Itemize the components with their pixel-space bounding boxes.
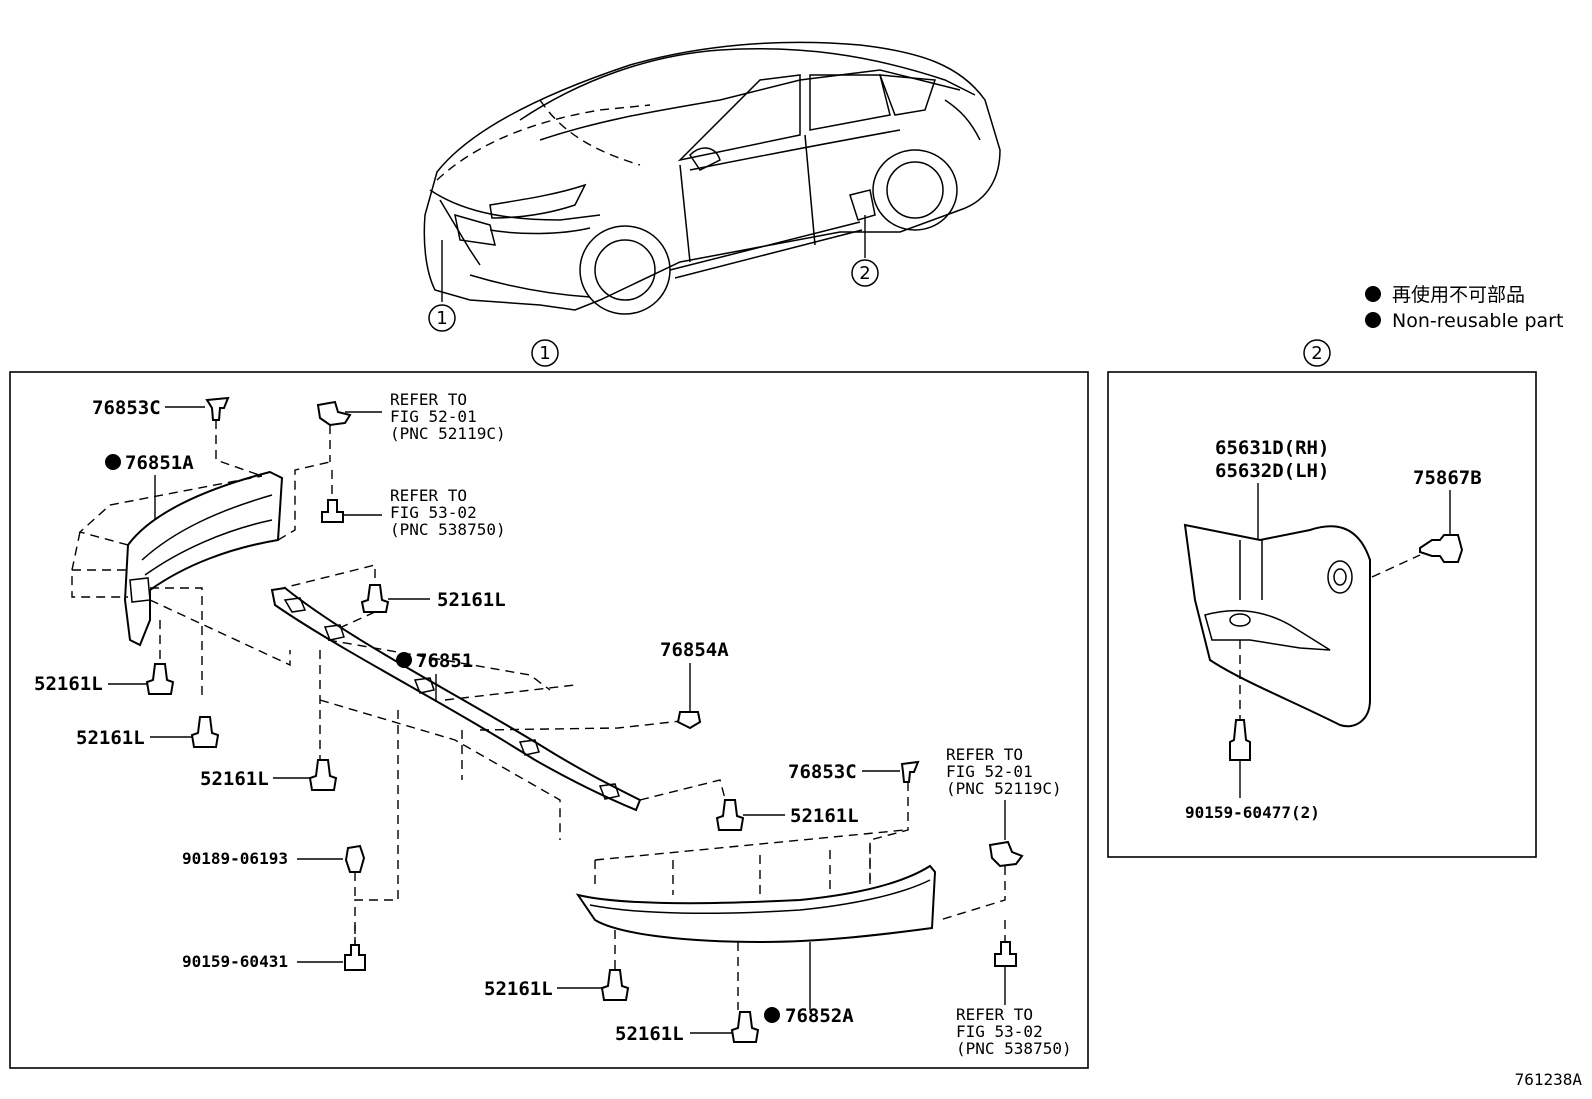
non-reusable-bullet-icon [105, 454, 121, 470]
label-76854a: 76854A [660, 639, 729, 661]
label-52161l-d: 52161L [200, 768, 269, 790]
ref2-line3: (PNC 538750) [390, 520, 506, 539]
ref1-line3: (PNC 52119C) [390, 424, 506, 443]
svg-text:2: 2 [859, 263, 870, 284]
part-52161l-e: 52161L [715, 799, 859, 831]
ref2-line1: REFER TO [390, 486, 467, 505]
non-reusable-bullet-icon [1365, 286, 1381, 302]
section-2-callout: 2 [1303, 339, 1331, 367]
section-2-frame [1107, 371, 1537, 858]
label-52161l-b: 52161L [34, 673, 103, 695]
part-76852a: 76852A [575, 829, 937, 1027]
part-75867b: 75867B [1371, 467, 1482, 578]
label-65632d: 65632D(LH) [1215, 460, 1329, 482]
part-52161l-a: 52161L [274, 564, 506, 631]
ref3-line2: FIG 52-01 [946, 762, 1033, 781]
non-reusable-bullet-icon [1365, 312, 1381, 328]
callout-1-car: 1 [428, 304, 456, 332]
label-52161l-c: 52161L [76, 727, 145, 749]
label-75867b: 75867B [1413, 467, 1482, 489]
callout-2-car: 2 [851, 259, 879, 287]
part-90159-60431: 90159-60431 [182, 925, 366, 971]
part-76854a: 76854A [660, 639, 729, 730]
non-reusable-bullet-icon [396, 652, 412, 668]
label-52161l-g: 52161L [615, 1023, 684, 1045]
ref3-line3: (PNC 52119C) [946, 779, 1062, 798]
part-76851a: 76851A [71, 452, 331, 700]
ref4-line3: (PNC 538750) [956, 1039, 1072, 1058]
ref-fig-52-01-top: REFER TO FIG 52-01 (PNC 52119C) [316, 390, 506, 462]
section-1-callout: 1 [531, 339, 559, 367]
legend-jp: 再使用不可部品 [1392, 284, 1525, 306]
label-76851a: 76851A [125, 452, 194, 474]
part-76851: 76851 [270, 586, 729, 950]
label-76851: 76851 [416, 650, 473, 672]
label-52161l-a: 52161L [437, 589, 506, 611]
legend: 再使用不可部品 Non-reusable part [1365, 284, 1563, 332]
ref4-line2: FIG 53-02 [956, 1022, 1043, 1041]
ref3-line1: REFER TO [946, 745, 1023, 764]
vehicle-illustration [423, 41, 1001, 315]
label-65631d: 65631D(RH) [1215, 437, 1329, 459]
part-65631d-65632d: 65631D(RH) 65632D(LH) [1183, 437, 1371, 728]
part-52161l-b: 52161L [34, 620, 175, 695]
label-90159-60431: 90159-60431 [182, 952, 288, 971]
ref4-line1: REFER TO [956, 1005, 1033, 1024]
diagram-id: 761238A [1515, 1070, 1583, 1089]
ref1-line1: REFER TO [390, 390, 467, 409]
svg-text:2: 2 [1311, 343, 1322, 364]
ref1-line2: FIG 52-01 [390, 407, 477, 426]
part-52161l-d: 52161L [200, 759, 338, 791]
label-76853c-top: 76853C [92, 397, 161, 419]
svg-text:1: 1 [539, 343, 550, 364]
ref2-line2: FIG 53-02 [390, 503, 477, 522]
label-90159-60477: 90159-60477(2) [1185, 803, 1320, 822]
part-76853c-top: 76853C [92, 396, 263, 477]
part-52161l-f: 52161L [484, 969, 630, 1001]
section-1-frame [9, 371, 1089, 1069]
non-reusable-bullet-icon [764, 1007, 780, 1023]
ref-fig-52-01-bottom: REFER TO FIG 52-01 (PNC 52119C) [939, 745, 1062, 921]
part-76853c-bottom: 76853C [788, 760, 920, 880]
part-52161l-c: 52161L [76, 716, 220, 749]
ref-fig-53-02-top: REFER TO FIG 53-02 (PNC 538750) [321, 470, 506, 539]
ref-fig-53-02-bottom: REFER TO FIG 53-02 (PNC 538750) [956, 920, 1072, 1058]
part-90189-06193: 90189-06193 [182, 844, 366, 900]
part-90159-60477: 90159-60477(2) [1185, 719, 1320, 822]
label-76852a: 76852A [785, 1005, 854, 1027]
svg-text:1: 1 [436, 308, 447, 329]
part-52161l-g: 52161L [615, 1011, 760, 1045]
label-52161l-f: 52161L [484, 978, 553, 1000]
label-76853c-bottom: 76853C [788, 761, 857, 783]
legend-en: Non-reusable part [1392, 310, 1563, 332]
label-90189-06193: 90189-06193 [182, 849, 288, 868]
label-52161l-e: 52161L [790, 805, 859, 827]
